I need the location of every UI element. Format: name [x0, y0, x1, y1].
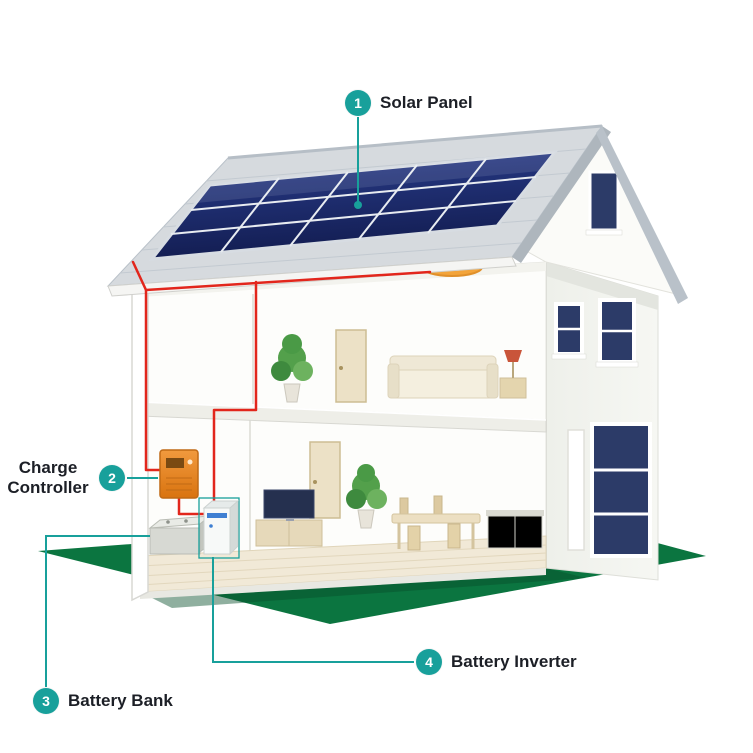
downstairs-plant — [346, 464, 387, 529]
leader-dot-1 — [354, 201, 362, 209]
label-text-charge-controller: Charge Controller — [7, 457, 89, 497]
battery-bank-device — [148, 514, 212, 555]
sofa — [387, 355, 499, 399]
upstairs-plant — [271, 334, 313, 403]
step-badge-3: 3 — [33, 688, 59, 714]
table-lamp — [499, 350, 527, 399]
label-solar-panel: 1 Solar Panel — [345, 90, 473, 116]
dining-chairs — [399, 495, 461, 551]
solar-panel-array — [148, 150, 559, 261]
label-text-solar-panel: Solar Panel — [380, 92, 473, 112]
red-wiring — [131, 260, 432, 516]
step-badge-4: 4 — [416, 649, 442, 675]
kitchen-counter — [486, 510, 544, 549]
dining-table — [391, 513, 481, 549]
attic-window — [588, 170, 620, 232]
upper-window-small — [551, 302, 587, 360]
upstairs-door — [335, 329, 367, 403]
step-badge-2: 2 — [99, 465, 125, 491]
label-text-battery-inverter: Battery Inverter — [451, 651, 577, 671]
lower-window-panel — [567, 422, 652, 558]
charge-controller-device — [159, 449, 199, 499]
tv-cabinet — [255, 519, 323, 547]
label-battery-inverter: 4 Battery Inverter — [416, 649, 577, 675]
upper-window-large — [595, 298, 639, 368]
label-battery-bank: 3 Battery Bank — [33, 688, 173, 714]
inverter-highlight-box — [198, 497, 240, 559]
label-charge-controller: Charge Controller 2 — [6, 452, 125, 504]
tv — [263, 489, 315, 521]
foundation — [140, 568, 546, 599]
leader-line-4 — [212, 557, 414, 663]
gable-wall — [527, 126, 677, 295]
downstairs-door — [309, 441, 341, 519]
step-badge-1: 1 — [345, 90, 371, 116]
label-text-battery-bank: Battery Bank — [68, 690, 173, 710]
battery-inverter-device — [198, 497, 240, 559]
leader-line-3 — [45, 535, 150, 687]
